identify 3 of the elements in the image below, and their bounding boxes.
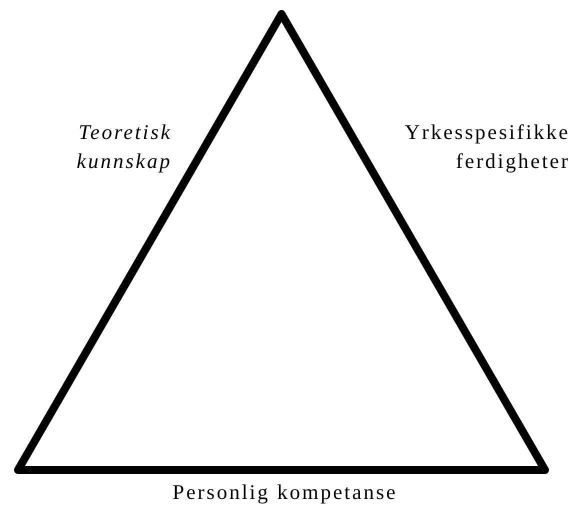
base-label: Personlig kompetanse [172, 479, 398, 506]
side-label: Teoretisk kunnskap [76, 119, 172, 175]
side-label: Yrkesspesifikke ferdigheter [404, 119, 570, 175]
